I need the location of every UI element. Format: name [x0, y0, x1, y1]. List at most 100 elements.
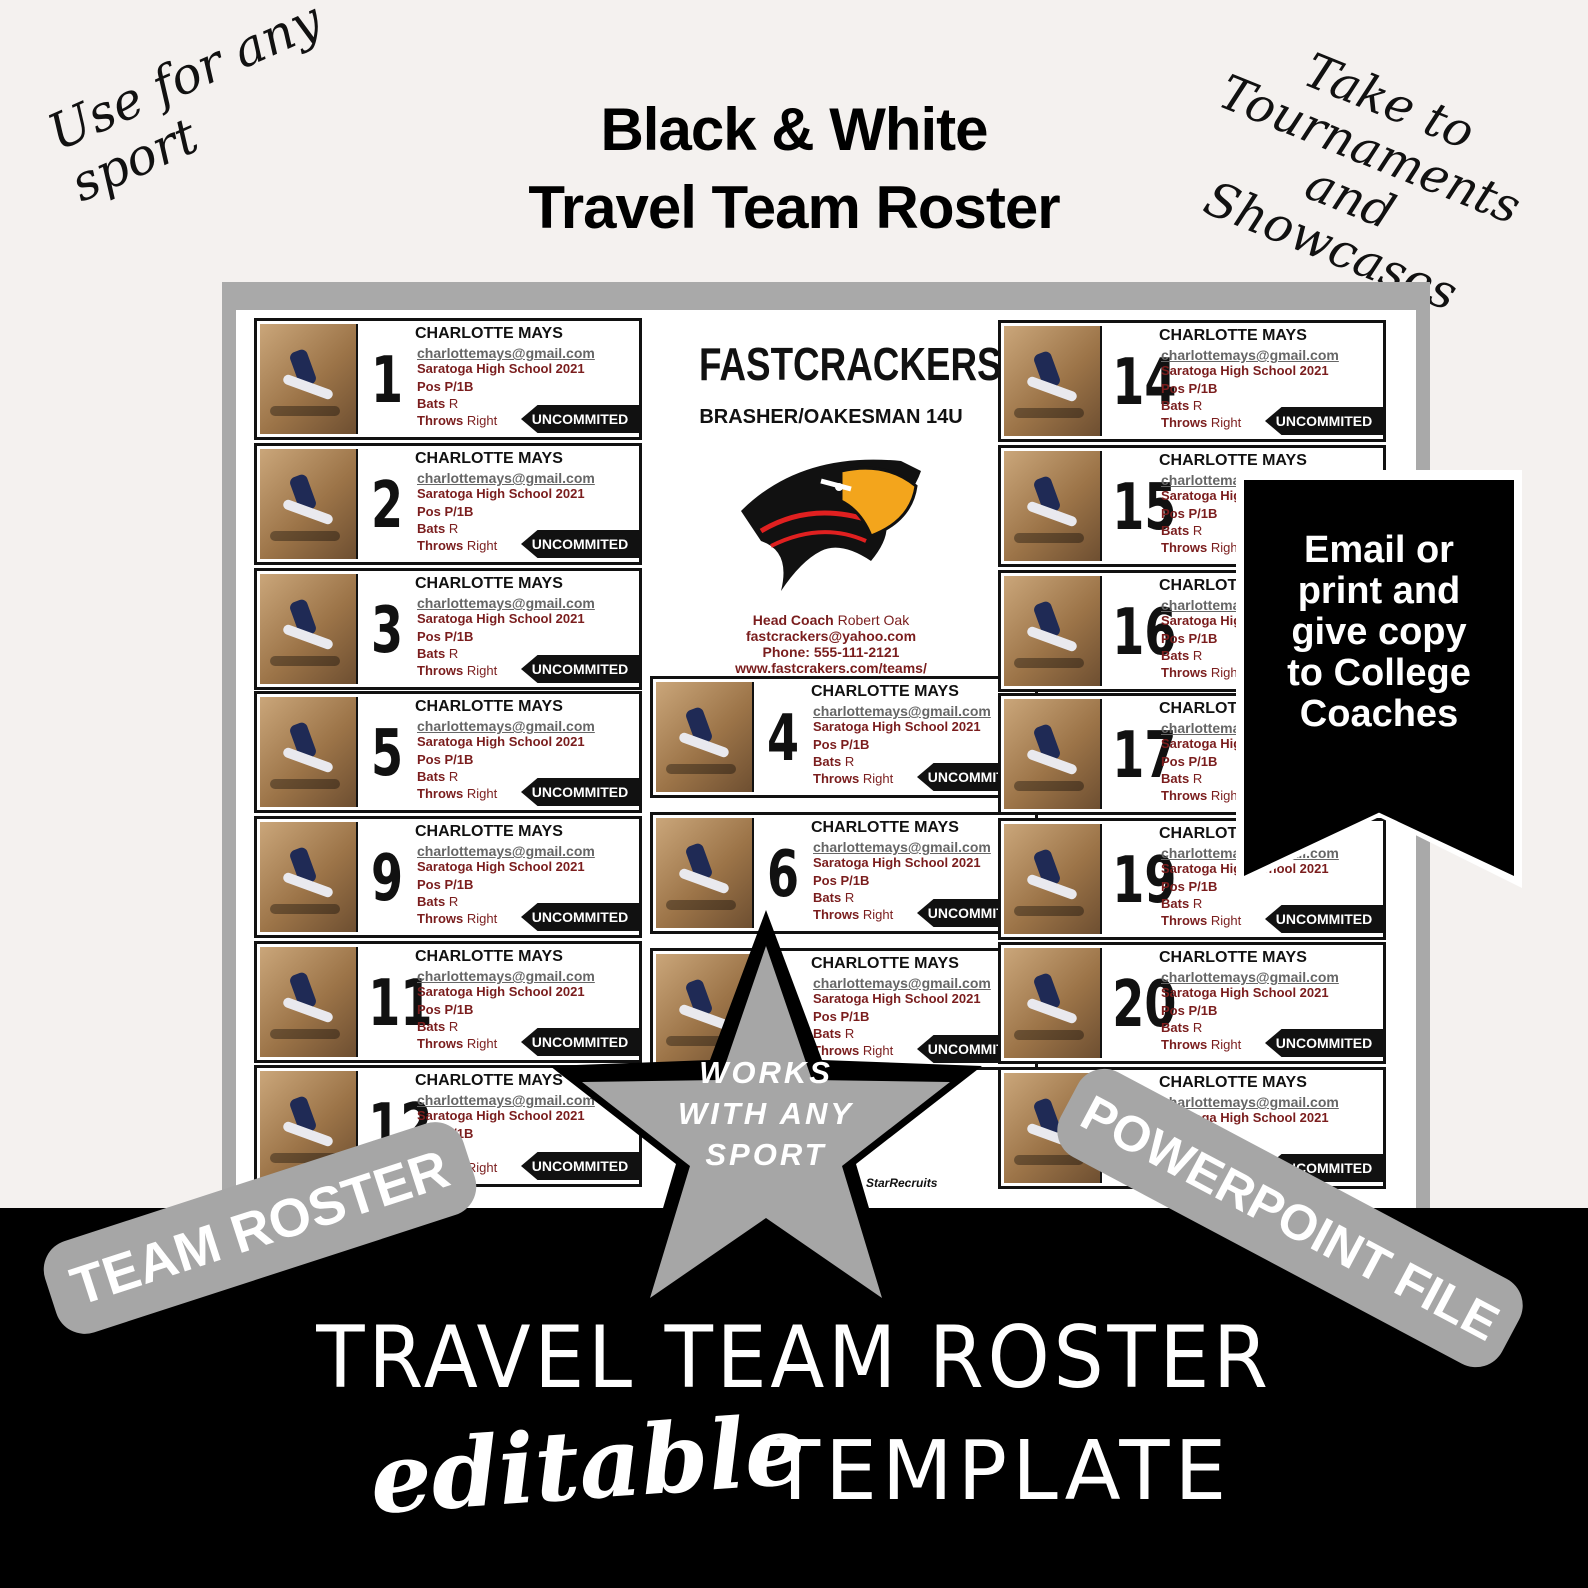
player-position: Pos P/1B — [1161, 754, 1218, 769]
player-email[interactable]: charlottemays@gmail.com — [813, 975, 991, 991]
player-position: Pos P/1B — [813, 873, 870, 888]
player-throws: Throws Right — [813, 771, 894, 786]
player-school: Saratoga High School 2021 — [1161, 363, 1329, 378]
player-position: Pos P/1B — [417, 752, 474, 767]
player-name: CHARLOTTE MAYS — [1159, 1074, 1307, 1091]
team-name: FASTCRACKERS — [699, 338, 1002, 390]
player-photo — [1004, 948, 1102, 1058]
player-number: 14 — [1112, 346, 1177, 420]
player-school: Saratoga High School 2021 — [417, 486, 585, 501]
status-badge: UNCOMMITED — [521, 655, 639, 683]
player-number: 19 — [1112, 844, 1177, 918]
player-bats: Bats R — [813, 1026, 855, 1041]
player-number: 6 — [766, 838, 800, 912]
player-school: Saratoga High School 2021 — [813, 719, 981, 734]
player-card[interactable]: 3 CHARLOTTE MAYS charlottemays@gmail.com… — [254, 568, 642, 690]
player-card[interactable]: 17 CHARLOTTE MAYS charlottemays@gmail.co… — [998, 693, 1386, 815]
credit-text: StarRecruits — [866, 1176, 938, 1190]
player-card[interactable]: 20 CHARLOTTE MAYS charlottemays@gmail.co… — [998, 942, 1386, 1064]
player-number: 1 — [370, 344, 404, 418]
player-photo — [260, 822, 358, 932]
player-bats: Bats R — [417, 521, 459, 536]
player-number: 3 — [370, 594, 404, 668]
player-number: 15 — [1112, 471, 1177, 545]
player-bats: Bats R — [1161, 648, 1203, 663]
player-name: CHARLOTTE MAYS — [415, 1072, 563, 1089]
player-email[interactable]: charlottemays@gmail.com — [417, 968, 595, 984]
player-name: CHARLOTTE MAYS — [415, 823, 563, 840]
player-email[interactable]: charlottemays@gmail.com — [417, 718, 595, 734]
player-position: Pos P/1B — [417, 877, 474, 892]
coach-line: Head Coach Robert Oak — [752, 612, 910, 628]
player-throws: Throws Right — [1161, 540, 1242, 555]
team-subtitle: BRASHER/OAKESMAN 14U — [699, 406, 963, 428]
player-card[interactable]: 4 CHARLOTTE MAYS charlottemays@gmail.com… — [650, 676, 1038, 798]
team-website[interactable]: www.fastcrakers.com/teams/ — [735, 660, 927, 676]
player-bats: Bats R — [813, 754, 855, 769]
player-school: Saratoga High School 2021 — [417, 859, 585, 874]
player-number: 2 — [370, 469, 404, 543]
player-bats: Bats R — [1161, 896, 1203, 911]
player-email[interactable]: charlottemays@gmail.com — [1161, 969, 1339, 985]
player-photo — [1004, 576, 1102, 686]
player-card[interactable]: 11 CHARLOTTE MAYS charlottemays@gmail.co… — [254, 941, 642, 1063]
eagle-logo-icon — [741, 459, 921, 591]
team-info: FASTCRACKERS BRASHER/OAKESMAN 14U Head C… — [666, 320, 1002, 676]
player-email[interactable]: charlottemays@gmail.com — [813, 703, 991, 719]
player-school: Saratoga High School 2021 — [1161, 985, 1329, 1000]
player-email[interactable]: charlottemays@gmail.com — [813, 839, 991, 855]
player-name: CHARLOTTE MAYS — [1159, 949, 1307, 966]
player-card[interactable]: 5 CHARLOTTE MAYS charlottemays@gmail.com… — [254, 691, 642, 813]
player-bats: Bats R — [1161, 771, 1203, 786]
player-throws: Throws Right — [1161, 665, 1242, 680]
player-school: Saratoga High School 2021 — [417, 734, 585, 749]
player-position: Pos P/1B — [1161, 631, 1218, 646]
player-card[interactable]: 14 CHARLOTTE MAYS charlottemays@gmail.co… — [998, 320, 1386, 442]
player-position: Pos P/1B — [813, 737, 870, 752]
star-text: WORKS WITH ANY SPORT — [677, 1055, 855, 1172]
player-card[interactable]: 6 CHARLOTTE MAYS charlottemays@gmail.com… — [650, 812, 1038, 934]
player-email[interactable]: charlottemays@gmail.com — [1161, 1094, 1339, 1110]
player-position: Pos P/1B — [1161, 381, 1218, 396]
status-badge: UNCOMMITED — [521, 405, 639, 433]
player-throws: Throws Right — [1161, 913, 1242, 928]
player-number: 17 — [1112, 719, 1177, 793]
player-photo — [1004, 699, 1102, 809]
player-email[interactable]: charlottemays@gmail.com — [417, 470, 595, 486]
player-school: Saratoga High School 2021 — [813, 855, 981, 870]
player-name: CHARLOTTE MAYS — [415, 698, 563, 715]
player-photo — [260, 947, 358, 1057]
player-email[interactable]: charlottemays@gmail.com — [417, 345, 595, 361]
player-number: 16 — [1112, 596, 1177, 670]
player-bats: Bats R — [417, 769, 459, 784]
player-email[interactable]: charlottemays@gmail.com — [417, 1092, 595, 1108]
player-photo — [260, 574, 358, 684]
player-throws: Throws Right — [417, 663, 498, 678]
player-card[interactable]: 9 CHARLOTTE MAYS charlottemays@gmail.com… — [254, 816, 642, 938]
player-throws: Throws Right — [1161, 788, 1242, 803]
status-badge: UNCOMMITED — [521, 1028, 639, 1056]
player-photo — [656, 818, 754, 928]
player-name: CHARLOTTE MAYS — [811, 683, 959, 700]
player-throws: Throws Right — [417, 1036, 498, 1051]
callout-text: Email or print and give copy to College … — [1287, 529, 1471, 735]
player-email[interactable]: charlottemays@gmail.com — [1161, 347, 1339, 363]
player-throws: Throws Right — [417, 786, 498, 801]
player-name: CHARLOTTE MAYS — [415, 575, 563, 592]
player-name: CHARLOTTE MAYS — [811, 819, 959, 836]
player-bats: Bats R — [417, 646, 459, 661]
player-name: CHARLOTTE MAYS — [415, 325, 563, 342]
star-badge-icon — [550, 910, 982, 1320]
player-position: Pos P/1B — [417, 1002, 474, 1017]
player-card[interactable]: 1 CHARLOTTE MAYS charlottemays@gmail.com… — [254, 318, 642, 440]
player-throws: Throws Right — [1161, 415, 1242, 430]
team-email[interactable]: fastcrackers@yahoo.com — [745, 628, 917, 644]
player-card[interactable]: 2 CHARLOTTE MAYS charlottemays@gmail.com… — [254, 443, 642, 565]
player-email[interactable]: charlottemays@gmail.com — [417, 843, 595, 859]
title-line-1: Black & White — [600, 96, 988, 163]
player-photo — [1004, 451, 1102, 561]
player-email[interactable]: charlottemays@gmail.com — [417, 595, 595, 611]
status-badge: UNCOMMITED — [1265, 1029, 1383, 1057]
player-throws: Throws Right — [417, 911, 498, 926]
player-bats: Bats R — [813, 890, 855, 905]
